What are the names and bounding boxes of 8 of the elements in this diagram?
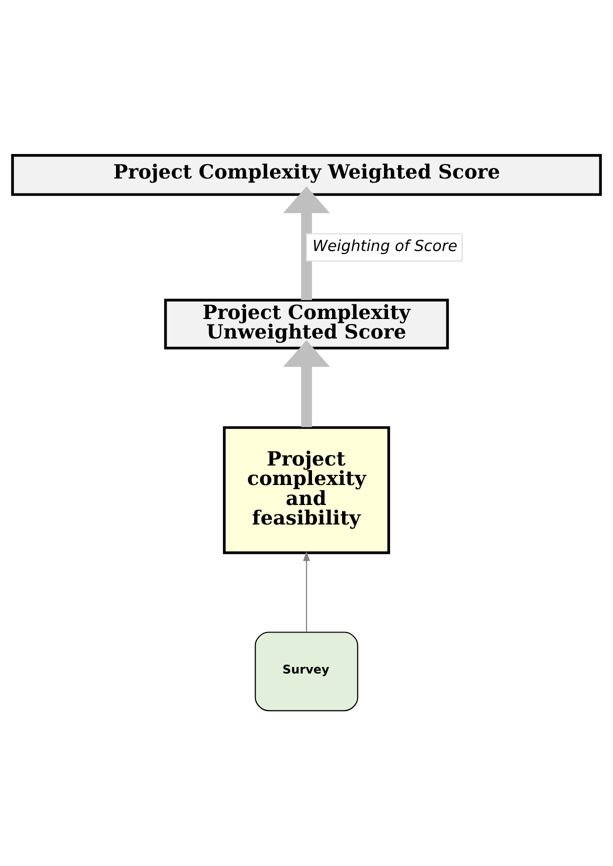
arrow <box>283 186 330 300</box>
node-box: Project Complexity Weighted Score <box>11 154 602 196</box>
node-box: Project complexity and feasibility <box>222 426 390 554</box>
arrow <box>303 551 310 632</box>
node-box: Project Complexity Unweighted Score <box>164 298 449 350</box>
edge-label: Weighting of Score <box>312 236 458 255</box>
node-box: Survey <box>254 632 358 712</box>
arrow <box>283 340 330 428</box>
